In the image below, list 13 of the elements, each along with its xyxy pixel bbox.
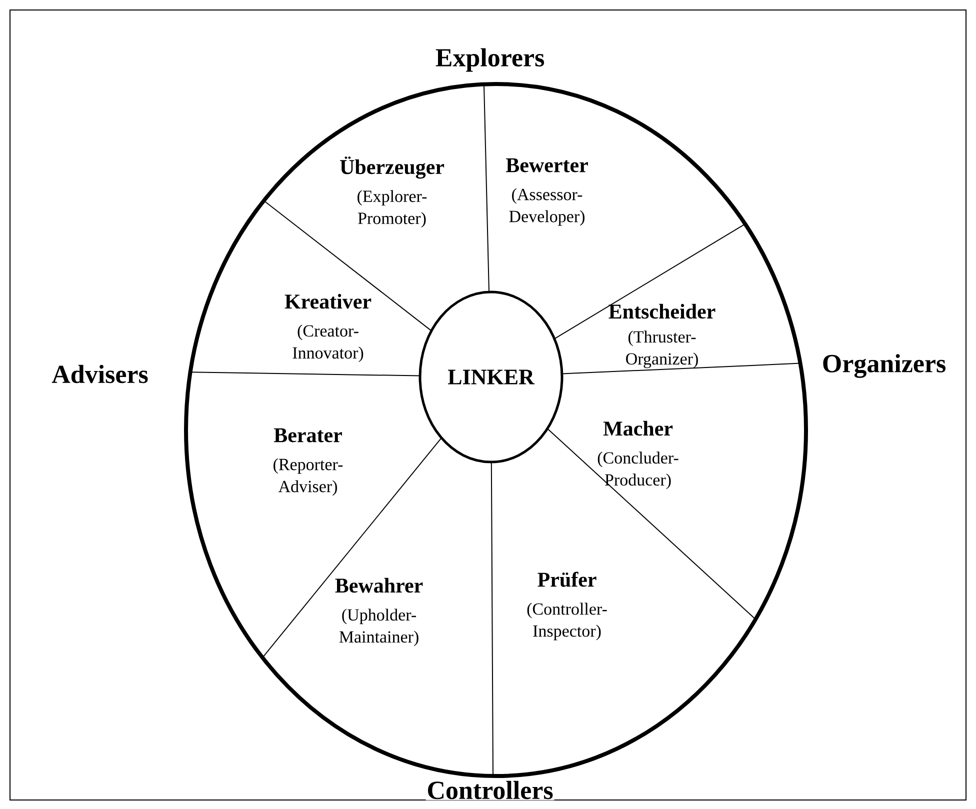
segment-label: Entscheider (Thruster-Organizer)	[608, 304, 716, 368]
segment-label: Macher (Concluder-Producer)	[598, 420, 678, 490]
segment-label: Prüfer (Controller-Inspector)	[527, 572, 607, 640]
segment-label: Berater (Reporter-Adviser)	[274, 428, 343, 496]
wheel	[184, 82, 808, 778]
segment-label: Überzeuger (Explorer-Promoter)	[340, 156, 444, 228]
group-label: Organizers	[820, 353, 948, 379]
group-label: Controllers	[426, 780, 554, 800]
segment-label: Kreativer (Creator-Innovator)	[284, 294, 372, 362]
group-label: Explorers	[434, 47, 546, 73]
segment-label: Bewahrer (Upholder-Maintainer)	[335, 578, 423, 646]
group-label: Advisers	[50, 364, 150, 384]
segment-label: Bewerter (Assessor-Developer)	[506, 158, 588, 226]
